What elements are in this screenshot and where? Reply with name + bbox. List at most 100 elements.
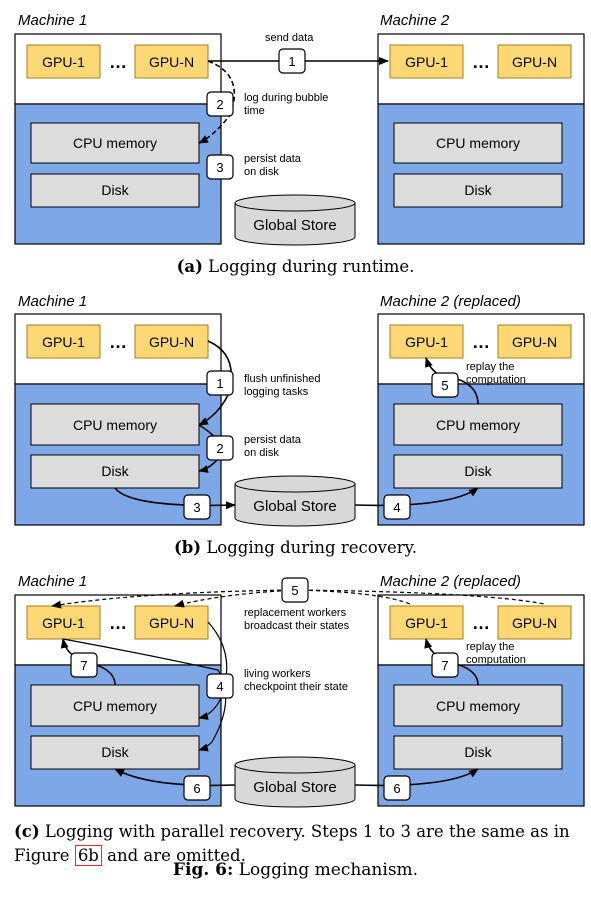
caption-a: (a) Logging during runtime. bbox=[0, 257, 591, 276]
gpu-1-box: GPU-1 bbox=[26, 44, 101, 79]
step-badge-2: 2 bbox=[206, 91, 234, 117]
cpu-memory-box: CPU memory bbox=[393, 684, 563, 727]
gpu-1-box: GPU-1 bbox=[26, 324, 101, 359]
svg-text:CPU memory: CPU memory bbox=[436, 135, 520, 151]
gpu-n-box: GPU-N bbox=[134, 44, 209, 79]
step-2-label-line2: time bbox=[244, 105, 265, 117]
svg-text:3: 3 bbox=[216, 160, 223, 175]
gpu-1-box: GPU-1 bbox=[389, 605, 464, 640]
global-store-cylinder: Global Store bbox=[234, 194, 356, 246]
svg-text:4: 4 bbox=[393, 500, 400, 515]
checkpoint-arrow bbox=[198, 621, 228, 720]
figure-caption-text: Logging mechanism. bbox=[238, 860, 419, 880]
upload-to-store-arrow bbox=[114, 487, 236, 510]
gpu-1-box: GPU-1 bbox=[26, 605, 101, 640]
svg-text:Disk: Disk bbox=[101, 744, 129, 760]
step-1-label-line1: flush unfinished bbox=[244, 373, 320, 385]
cpu-memory-box: CPU memory bbox=[30, 403, 200, 446]
svg-text:GPU-N: GPU-N bbox=[149, 54, 194, 70]
svg-text:Global Store: Global Store bbox=[253, 779, 336, 796]
svg-text:Global Store: Global Store bbox=[253, 498, 336, 515]
caption-a-label: (a) bbox=[176, 257, 203, 276]
svg-text:CPU memory: CPU memory bbox=[436, 417, 520, 433]
gpu-1-box: GPU-1 bbox=[389, 44, 464, 79]
machine-1-title: Machine 1 bbox=[18, 12, 87, 29]
svg-text:GPU-1: GPU-1 bbox=[42, 334, 85, 350]
caption-a-text: Logging during runtime. bbox=[208, 257, 415, 276]
svg-text:4: 4 bbox=[216, 679, 223, 694]
svg-text:2: 2 bbox=[216, 97, 223, 112]
svg-text:CPU memory: CPU memory bbox=[73, 698, 157, 714]
broadcast-arrow bbox=[174, 589, 296, 608]
svg-text:Disk: Disk bbox=[464, 744, 492, 760]
caption-c-label: (c) bbox=[14, 822, 40, 841]
svg-text:Disk: Disk bbox=[464, 182, 492, 198]
step-3-label-line2: on disk bbox=[244, 166, 279, 178]
step-badge-6: 6 bbox=[183, 775, 211, 801]
svg-text:CPU memory: CPU memory bbox=[436, 698, 520, 714]
step-5-label-line1: replacement workers bbox=[244, 607, 347, 619]
gpu-1-box: GPU-1 bbox=[389, 324, 464, 359]
step-badge-4: 4 bbox=[206, 673, 234, 699]
caption-c-text-2: and are omitted. bbox=[101, 846, 246, 865]
caption-c: (c) Logging with parallel recovery. Step… bbox=[14, 820, 584, 868]
step-1-label: send data bbox=[265, 32, 314, 44]
step-badge-3: 3 bbox=[183, 494, 211, 520]
step-badge-1: 1 bbox=[278, 48, 306, 74]
step-3-label-line1: persist data bbox=[244, 153, 302, 165]
disk-box: Disk bbox=[393, 735, 563, 770]
machine-1-title: Machine 1 bbox=[18, 573, 87, 590]
caption-b-label: (b) bbox=[173, 538, 202, 557]
step-5-label-line2: computation bbox=[466, 374, 526, 386]
global-store-cylinder: Global Store bbox=[234, 756, 356, 808]
svg-text:CPU memory: CPU memory bbox=[73, 417, 157, 433]
step-4-label-line2: checkpoint their state bbox=[244, 681, 348, 693]
caption-c-text-1: Logging with parallel recovery. Steps 1 … bbox=[14, 822, 570, 865]
svg-text:Disk: Disk bbox=[101, 463, 129, 479]
svg-text:Disk: Disk bbox=[101, 182, 129, 198]
step-5-label-line2: broadcast their states bbox=[244, 620, 350, 632]
global-store-cylinder: Global Store bbox=[234, 475, 356, 527]
panel-a: Machine 1 Machine 2 GPU-1 … GPU-N CPU me… bbox=[14, 12, 585, 246]
broadcast-line bbox=[294, 589, 546, 605]
step-badge-5: 5 bbox=[281, 577, 309, 603]
svg-text:GPU-N: GPU-N bbox=[149, 615, 194, 631]
ellipsis: … bbox=[472, 332, 490, 352]
ellipsis: … bbox=[109, 52, 127, 72]
svg-text:GPU-N: GPU-N bbox=[512, 615, 557, 631]
panel-c: Machine 1 Machine 2 (replaced) GPU-1 … G… bbox=[14, 573, 585, 808]
cpu-memory-box: CPU memory bbox=[30, 684, 200, 727]
step-badge-3: 3 bbox=[206, 154, 234, 180]
ellipsis: … bbox=[109, 613, 127, 633]
svg-text:GPU-1: GPU-1 bbox=[42, 615, 85, 631]
machine-1-title: Machine 1 bbox=[18, 293, 87, 310]
cpu-memory-box: CPU memory bbox=[393, 122, 563, 164]
caption-b-text: Logging during recovery. bbox=[206, 538, 418, 557]
svg-text:GPU-N: GPU-N bbox=[512, 54, 557, 70]
step-2-label-line1: log during bubble bbox=[244, 92, 328, 104]
step-7-label-line2: computation bbox=[466, 654, 526, 666]
restore-arrow bbox=[114, 768, 236, 787]
cpu-memory-box: CPU memory bbox=[393, 403, 563, 446]
machine-2-replaced-title: Machine 2 (replaced) bbox=[380, 293, 521, 310]
svg-text:Global Store: Global Store bbox=[253, 217, 336, 234]
svg-text:GPU-1: GPU-1 bbox=[405, 334, 448, 350]
step-badge-5: 5 bbox=[431, 372, 459, 398]
download-from-store-arrow bbox=[354, 487, 479, 507]
svg-text:1: 1 bbox=[288, 54, 295, 69]
svg-text:Disk: Disk bbox=[464, 463, 492, 479]
svg-text:5: 5 bbox=[291, 583, 298, 598]
svg-text:GPU-N: GPU-N bbox=[512, 334, 557, 350]
step-badge-1: 1 bbox=[206, 370, 234, 396]
disk-box: Disk bbox=[30, 454, 200, 489]
panel-b: Machine 1 Machine 2 (replaced) GPU-1 … G… bbox=[14, 293, 585, 527]
step-5-label-line1: replay the bbox=[466, 361, 514, 373]
gpu-n-box: GPU-N bbox=[497, 44, 572, 79]
figure-caption-label: Fig. 6: bbox=[172, 860, 234, 880]
machine-2-replaced-title: Machine 2 (replaced) bbox=[380, 573, 521, 590]
gpu-n-box: GPU-N bbox=[134, 605, 209, 640]
ellipsis: … bbox=[472, 613, 490, 633]
step-4-label-line1: living workers bbox=[244, 668, 311, 680]
figure-reference-link[interactable]: 6b bbox=[74, 845, 102, 866]
